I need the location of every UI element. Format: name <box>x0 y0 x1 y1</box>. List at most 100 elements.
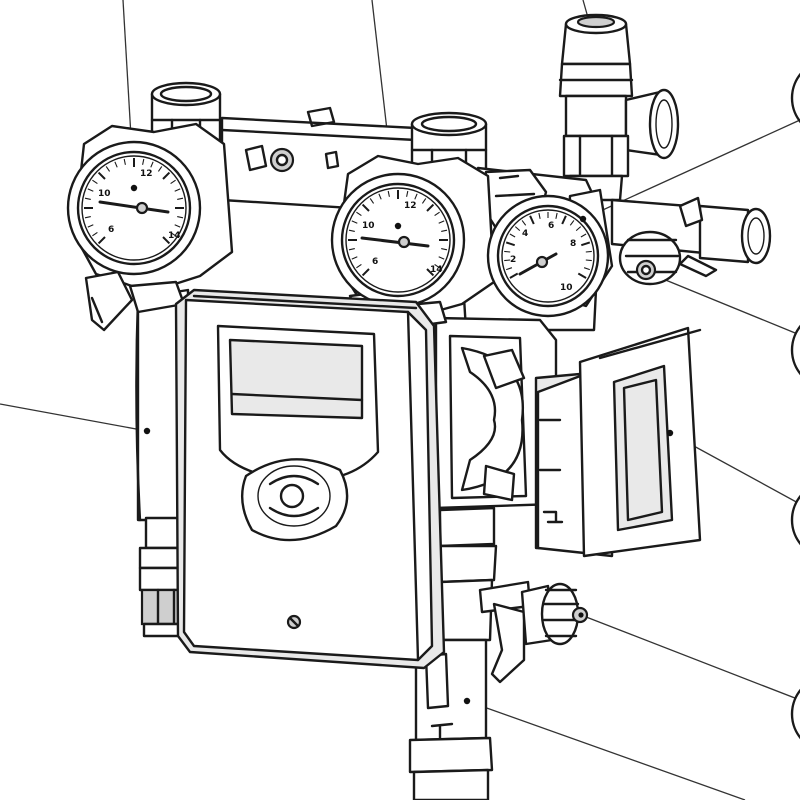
pressure-gauge-tick-mark <box>504 259 511 262</box>
pressure-gauge-tick-4: 4 <box>522 229 528 239</box>
left-thermometer-needle <box>98 200 170 214</box>
left-thermometer-tick-14: 14 <box>168 231 181 241</box>
left-thermometer-tick-mark <box>87 188 94 192</box>
center-thermometer-tick-mark <box>356 263 362 269</box>
pressure-gauge-tick-8: 8 <box>570 239 576 249</box>
callout-circle-3 <box>790 494 800 546</box>
lower-pipe <box>408 506 498 800</box>
center-thermometer-tick-6: 6 <box>372 257 378 267</box>
left-thermometer-tick-6: 6 <box>108 225 114 235</box>
center-thermometer-tick-mark <box>387 190 390 197</box>
pressure-gauge-tick-mark <box>514 226 521 232</box>
pressure-gauge-tick-mark <box>583 267 590 271</box>
center-thermometer-tick-mark <box>438 220 445 224</box>
leader-line-drain-valve <box>580 614 800 701</box>
pressure-gauge-tick-mark <box>504 250 511 253</box>
left-thermometer-tick-mark <box>142 158 145 165</box>
leader-line-insulation <box>0 403 148 432</box>
left-thermometer-tick-mark <box>105 166 111 172</box>
left-thermometer-tick-10: 10 <box>98 189 111 199</box>
fill-valve <box>610 196 772 286</box>
center-thermometer-tick-mark <box>438 256 445 260</box>
center-thermometer-tick-mark <box>414 193 418 200</box>
center-thermometer-tick-12: 12 <box>404 201 417 211</box>
center-thermometer-tick-mark <box>434 263 440 269</box>
pressure-gauge-tick-mark <box>506 267 513 271</box>
pressure-gauge-tick-mark <box>529 215 535 225</box>
left-thermometer-tick-mark <box>97 236 106 245</box>
center-thermometer-tick-10: 10 <box>362 221 375 231</box>
left-thermometer-tick-mark <box>157 166 163 172</box>
pressure-gauge-tick-mark <box>538 212 541 219</box>
left-thermometer-tick-mark <box>84 197 91 200</box>
center-thermometer-tick-mark <box>434 211 440 217</box>
left-thermometer-tick-mark <box>170 231 176 237</box>
controller-ok-button[interactable] <box>279 483 305 509</box>
safety-valve <box>558 13 680 202</box>
left-thermometer-tick-mark <box>162 236 171 245</box>
pressure-gauge-tick-mark <box>575 226 582 232</box>
left-thermometer: 6 10 12 14 <box>66 122 234 332</box>
center-thermometer-tick-mark <box>406 190 409 197</box>
center-thermometer-tick-mark <box>351 256 358 260</box>
center-thermometer-needle <box>360 236 430 248</box>
pressure-gauge-tick-mark <box>561 215 567 225</box>
pressure-gauge-tick-mark <box>585 250 592 253</box>
pressure-gauge-tick-mark <box>505 241 516 247</box>
callout-circle-4 <box>790 688 800 740</box>
pressure-gauge-tick-mark <box>580 233 587 238</box>
pressure-gauge-tick-10: 10 <box>560 283 573 293</box>
center-thermometer-tick-mark <box>441 248 448 251</box>
left-thermometer-tick-mark <box>92 179 98 185</box>
left-thermometer-tick-mark <box>97 171 106 180</box>
center-thermometer-tick-mark <box>351 220 358 224</box>
center-thermometer-tick-mark <box>348 229 355 232</box>
center-thermometer-tick-mark <box>361 203 370 212</box>
center-thermometer-tick-mark <box>441 229 448 232</box>
left-thermometer-tick-mark <box>150 161 154 168</box>
pressure-gauge-tick-mark <box>521 220 527 226</box>
center-thermometer-tick-mark <box>378 193 382 200</box>
left-thermometer-tick-mark <box>177 197 184 200</box>
center-thermometer-tick-mark <box>356 211 362 217</box>
center-thermometer-tick-mark <box>426 268 435 277</box>
callout-circle-1 <box>790 72 800 124</box>
left-thermometer-tick-mark <box>114 161 118 168</box>
left-thermometer-tick-mark <box>174 224 181 228</box>
left-thermometer-tick-mark <box>174 188 181 192</box>
left-thermometer-tick-mark <box>87 224 94 228</box>
circulation-pump <box>434 316 702 558</box>
center-thermometer-tick-mark <box>421 198 427 204</box>
pressure-gauge-tick-mark <box>580 241 591 247</box>
drain-valve <box>478 580 589 684</box>
left-thermometer-tick-12: 12 <box>140 169 153 179</box>
pressure-gauge-tick-mark <box>509 233 516 238</box>
pressure-gauge-tick-mark <box>585 259 592 262</box>
solar-controller <box>174 288 446 670</box>
leader-line-flow-meter <box>466 700 746 800</box>
left-thermometer-tick-mark <box>170 179 176 185</box>
pressure-gauge: 2 4 6 8 10 <box>486 188 614 318</box>
pressure-gauge-tick-2: 2 <box>510 255 516 265</box>
left-thermometer-tick-mark <box>92 231 98 237</box>
center-thermometer-tick-mark <box>426 203 435 212</box>
center-thermometer-tick-mark <box>348 248 355 251</box>
center-thermometer-tick-14: 14 <box>430 265 443 275</box>
left-thermometer-tick-mark <box>177 216 184 219</box>
leader-line-fill-valve <box>645 271 800 336</box>
callout-circles <box>790 72 800 740</box>
pressure-gauge-tick-mark <box>577 272 587 279</box>
left-thermometer-tick-mark <box>123 158 126 165</box>
left-thermometer-tick-mark <box>84 216 91 219</box>
pressure-gauge-tick-6: 6 <box>548 221 554 231</box>
pressure-gauge-tick-mark <box>569 220 575 226</box>
center-thermometer-tick-mark <box>369 198 375 204</box>
pressure-gauge-tick-mark <box>509 272 519 279</box>
pressure-gauge-tick-mark <box>555 212 558 219</box>
controller-display <box>228 338 364 420</box>
callout-circle-2 <box>790 324 800 376</box>
center-thermometer-tick-mark <box>361 268 370 277</box>
left-thermometer-tick-mark <box>162 171 171 180</box>
